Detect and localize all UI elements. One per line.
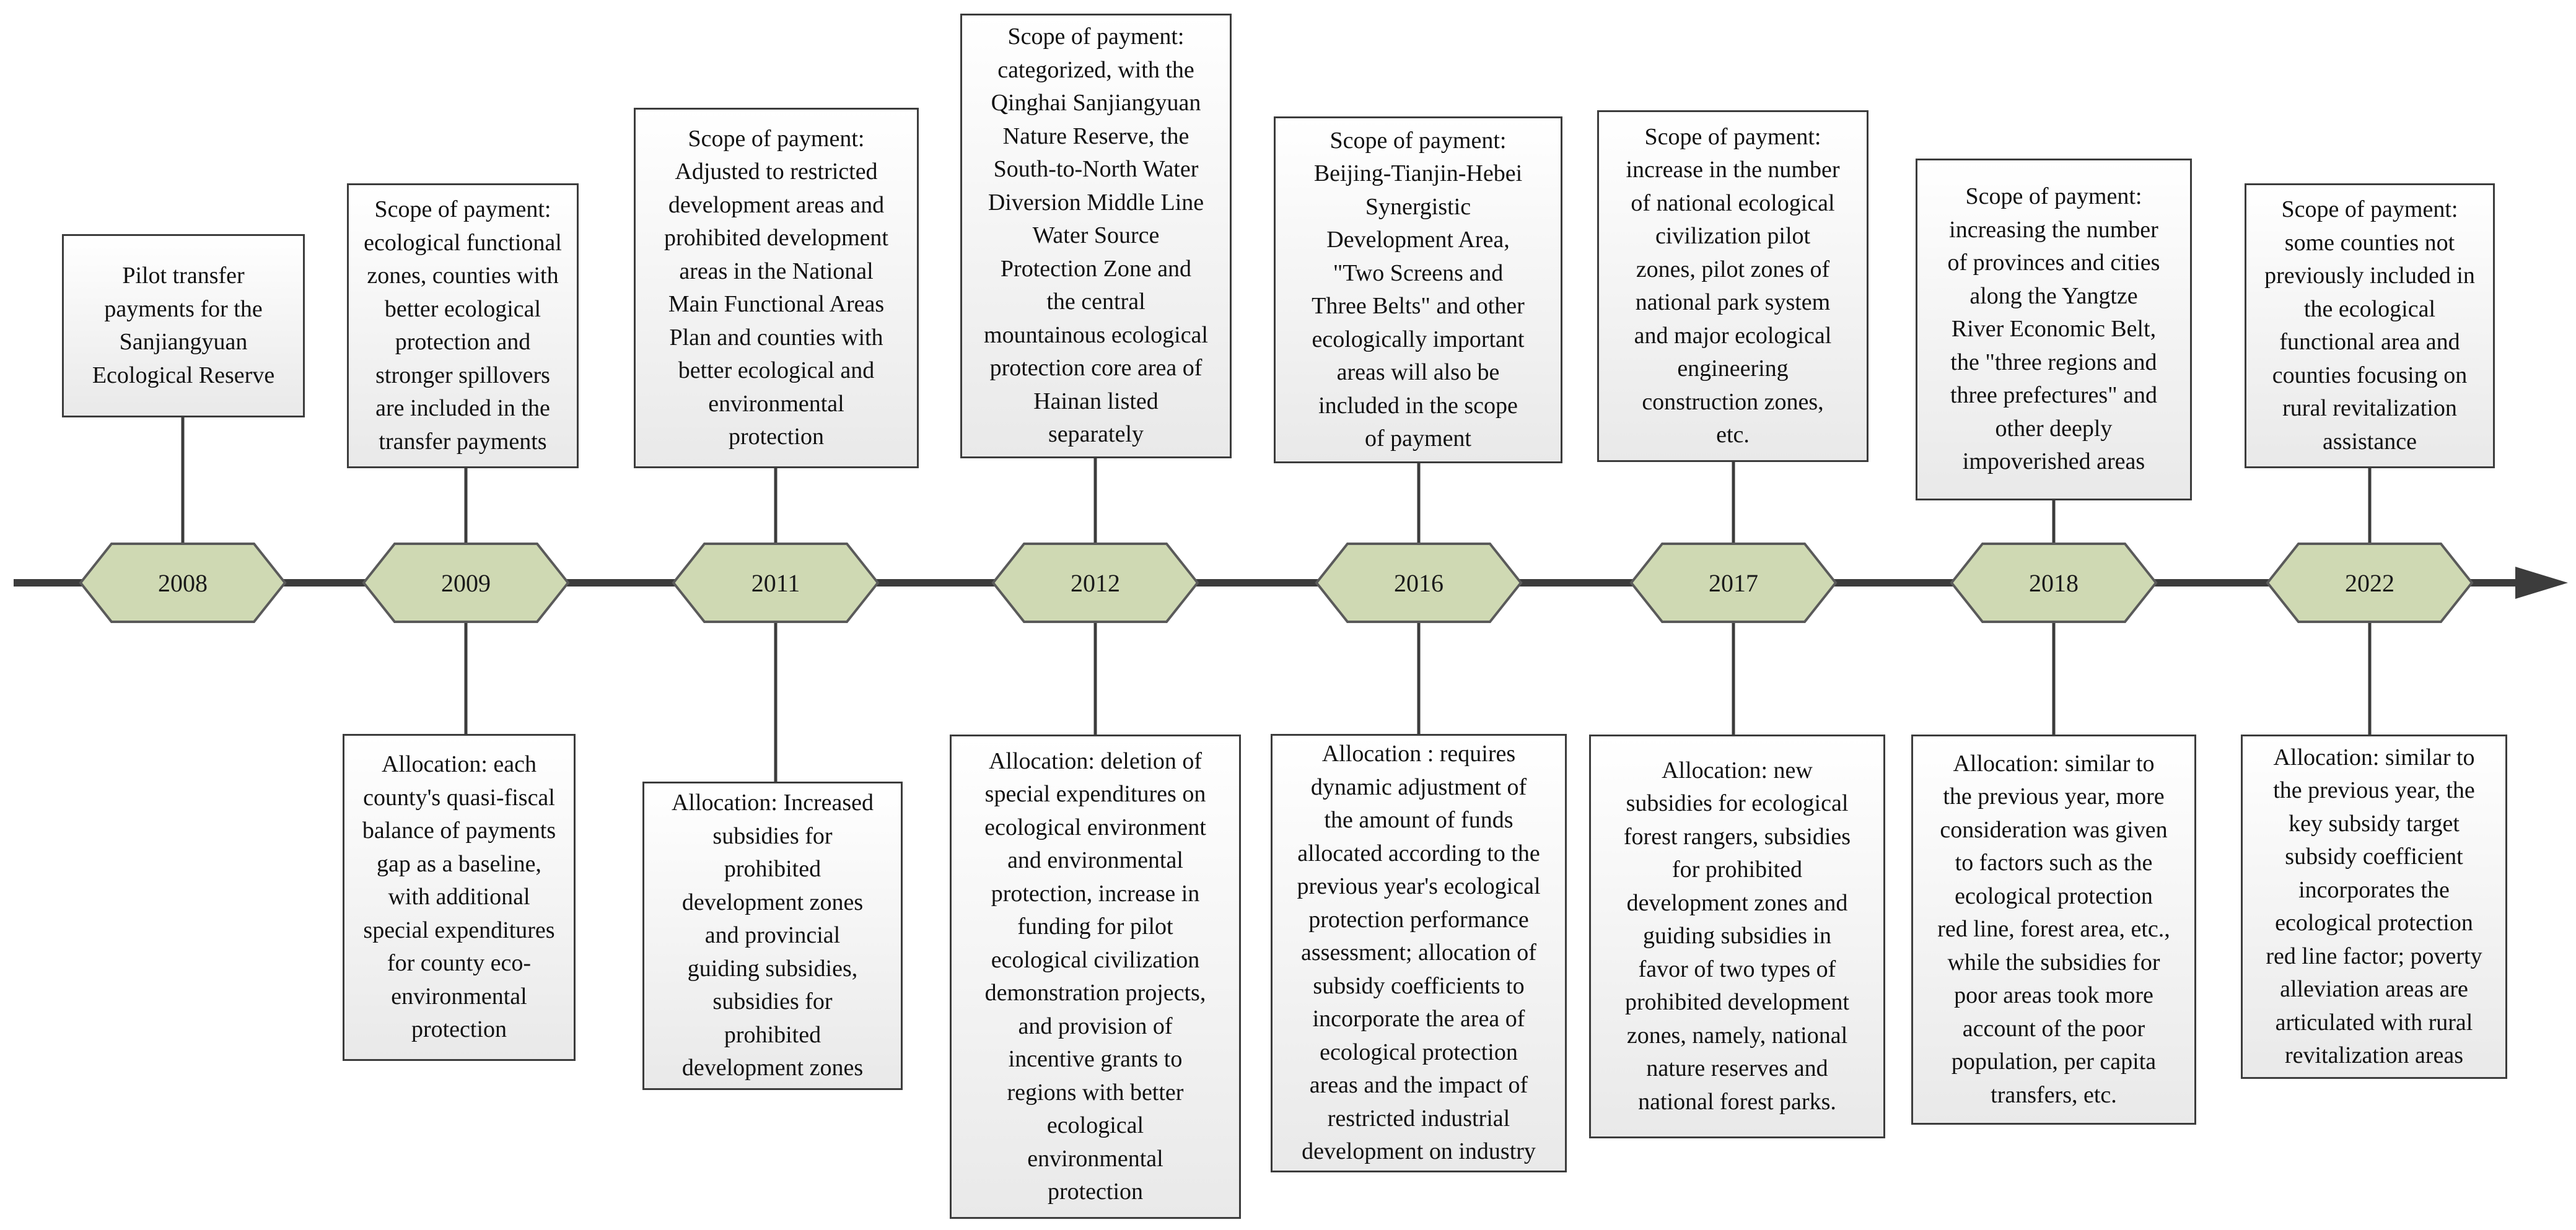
year-label-2009: 2009: [441, 569, 491, 597]
year-label-2022: 2022: [2345, 569, 2394, 597]
allocation-box-2022: Allocation: similar to the previous year…: [2241, 735, 2507, 1079]
scope-box-2018: Scope of payment: increasing the number …: [1916, 159, 2192, 500]
scope-text-2016: Scope of payment: Beijing-Tianjin-Hebei …: [1312, 127, 1525, 452]
year-label-2016: 2016: [1394, 569, 1444, 597]
year-marker-2009: [362, 543, 570, 623]
scope-box-2008: Pilot transfer payments for the Sanjiang…: [62, 234, 305, 417]
year-label-2018: 2018: [2029, 569, 2079, 597]
year-marker-2022: [2266, 543, 2474, 623]
year-marker-2008: [79, 543, 287, 623]
allocation-text-2012: Allocation: deletion of special expendit…: [984, 748, 1206, 1205]
year-label-2008: 2008: [158, 569, 208, 597]
allocation-text-2017: Allocation: new subsidies for ecological…: [1623, 757, 1851, 1115]
allocation-text-2011: Allocation: Increased subsidies for proh…: [671, 790, 874, 1081]
year-marker-2017: [1629, 543, 1838, 623]
scope-text-2018: Scope of payment: increasing the number …: [1947, 183, 2160, 475]
allocation-box-2018: Allocation: similar to the previous year…: [1911, 735, 2196, 1125]
allocation-box-2012: Allocation: deletion of special expendit…: [950, 735, 1241, 1219]
scope-box-2016: Scope of payment: Beijing-Tianjin-Hebei …: [1274, 116, 1562, 463]
year-marker-2012: [991, 543, 1199, 623]
scope-text-2009: Scope of payment: ecological functional …: [364, 196, 562, 455]
allocation-box-2009: Allocation: each county's quasi-fiscal b…: [343, 734, 576, 1061]
allocation-text-2018: Allocation: similar to the previous year…: [1937, 750, 2170, 1108]
allocation-text-2009: Allocation: each county's quasi-fiscal b…: [362, 751, 556, 1043]
scope-box-2022: Scope of payment: some counties not prev…: [2245, 183, 2495, 468]
year-label-2012: 2012: [1071, 569, 1120, 597]
allocation-text-2016: Allocation : requires dynamic adjustment…: [1297, 741, 1541, 1165]
year-label-2011: 2011: [751, 569, 800, 597]
allocation-text-2022: Allocation: similar to the previous year…: [2266, 744, 2482, 1069]
year-marker-2018: [1950, 543, 2158, 623]
allocation-box-2011: Allocation: Increased subsidies for proh…: [642, 782, 903, 1090]
scope-text-2022: Scope of payment: some counties not prev…: [2264, 196, 2475, 455]
year-marker-2016: [1315, 543, 1523, 623]
timeline-arrowhead: [2515, 567, 2568, 599]
scope-text-2017: Scope of payment: increase in the number…: [1626, 123, 1840, 448]
year-marker-2011: [672, 543, 880, 623]
year-label-2017: 2017: [1709, 569, 1758, 597]
scope-text-2008: Pilot transfer payments for the Sanjiang…: [92, 263, 275, 388]
allocation-box-2016: Allocation : requires dynamic adjustment…: [1271, 734, 1567, 1172]
scope-box-2012: Scope of payment: categorized, with the …: [960, 14, 1232, 458]
scope-box-2009: Scope of payment: ecological functional …: [347, 183, 579, 468]
scope-box-2017: Scope of payment: increase in the number…: [1597, 110, 1868, 462]
scope-box-2011: Scope of payment: Adjusted to restricted…: [634, 108, 919, 468]
allocation-box-2017: Allocation: new subsidies for ecological…: [1589, 735, 1885, 1138]
scope-text-2011: Scope of payment: Adjusted to restricted…: [664, 125, 888, 450]
scope-text-2012: Scope of payment: categorized, with the …: [984, 24, 1208, 448]
